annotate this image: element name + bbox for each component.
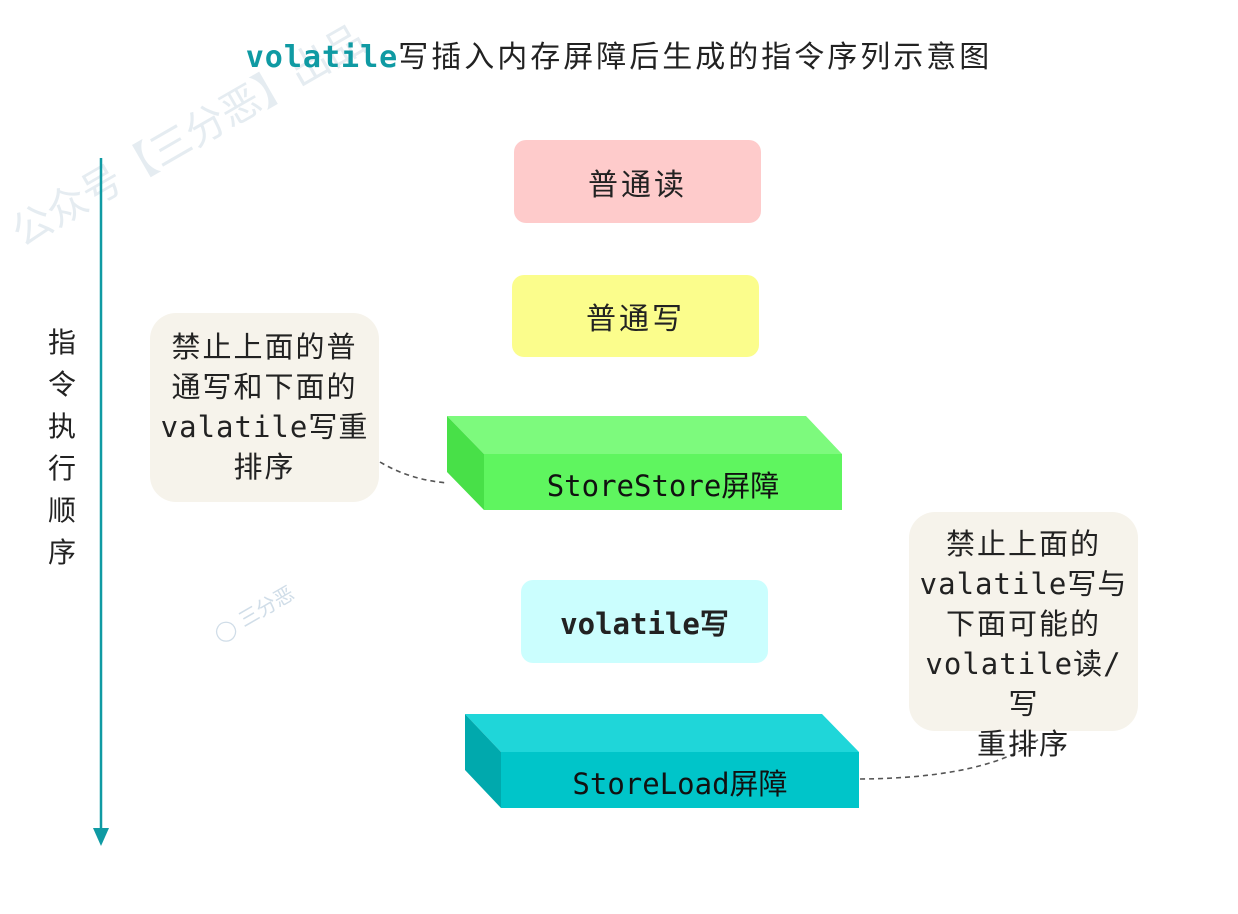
volatile-write-box: volatile写	[521, 580, 768, 663]
storestore-slab-front	[484, 454, 842, 510]
storeload-barrier-label: StoreLoad屏障	[572, 767, 788, 801]
normal-write-box: 普通写	[512, 275, 759, 357]
normal-read-box: 普通读	[514, 140, 761, 223]
note-line: 重排序	[976, 727, 1070, 761]
title-highlight: volatile	[245, 40, 399, 75]
storestore-barrier-label: StoreStore屏障	[546, 469, 780, 503]
storeload-slab-top	[465, 714, 859, 752]
right-note-connector	[859, 737, 1041, 780]
storestore-slab-top	[447, 416, 842, 454]
title-rest: 写插入内存屏障后生成的指令序列示意图	[398, 40, 993, 75]
execution-order-label: 指令执行顺序	[47, 326, 76, 569]
note-line: 排序	[233, 450, 296, 484]
storeload-slab-side	[465, 714, 501, 808]
note-line: 禁止上面的普	[171, 330, 358, 364]
note-line: valatile写重	[160, 410, 369, 444]
note-line: volatile读/写	[925, 647, 1122, 721]
storestore-slab-side	[447, 416, 484, 510]
storeload-slab-front	[501, 752, 859, 808]
storeload-note: 禁止上面的 valatile写与 下面可能的 volatile读/写 重排序	[909, 512, 1138, 761]
storestore-note: 禁止上面的普 通写和下面的 valatile写重 排序	[150, 313, 379, 502]
note-line: 通写和下面的	[171, 370, 358, 404]
diagram-title: volatile写插入内存屏障后生成的指令序列示意图	[0, 32, 1238, 76]
note-line: valatile写与	[919, 567, 1128, 601]
order-arrow-head	[93, 828, 109, 846]
note-line: 禁止上面的	[945, 527, 1101, 561]
left-note-connector	[379, 461, 449, 484]
note-line: 下面可能的	[945, 607, 1101, 641]
